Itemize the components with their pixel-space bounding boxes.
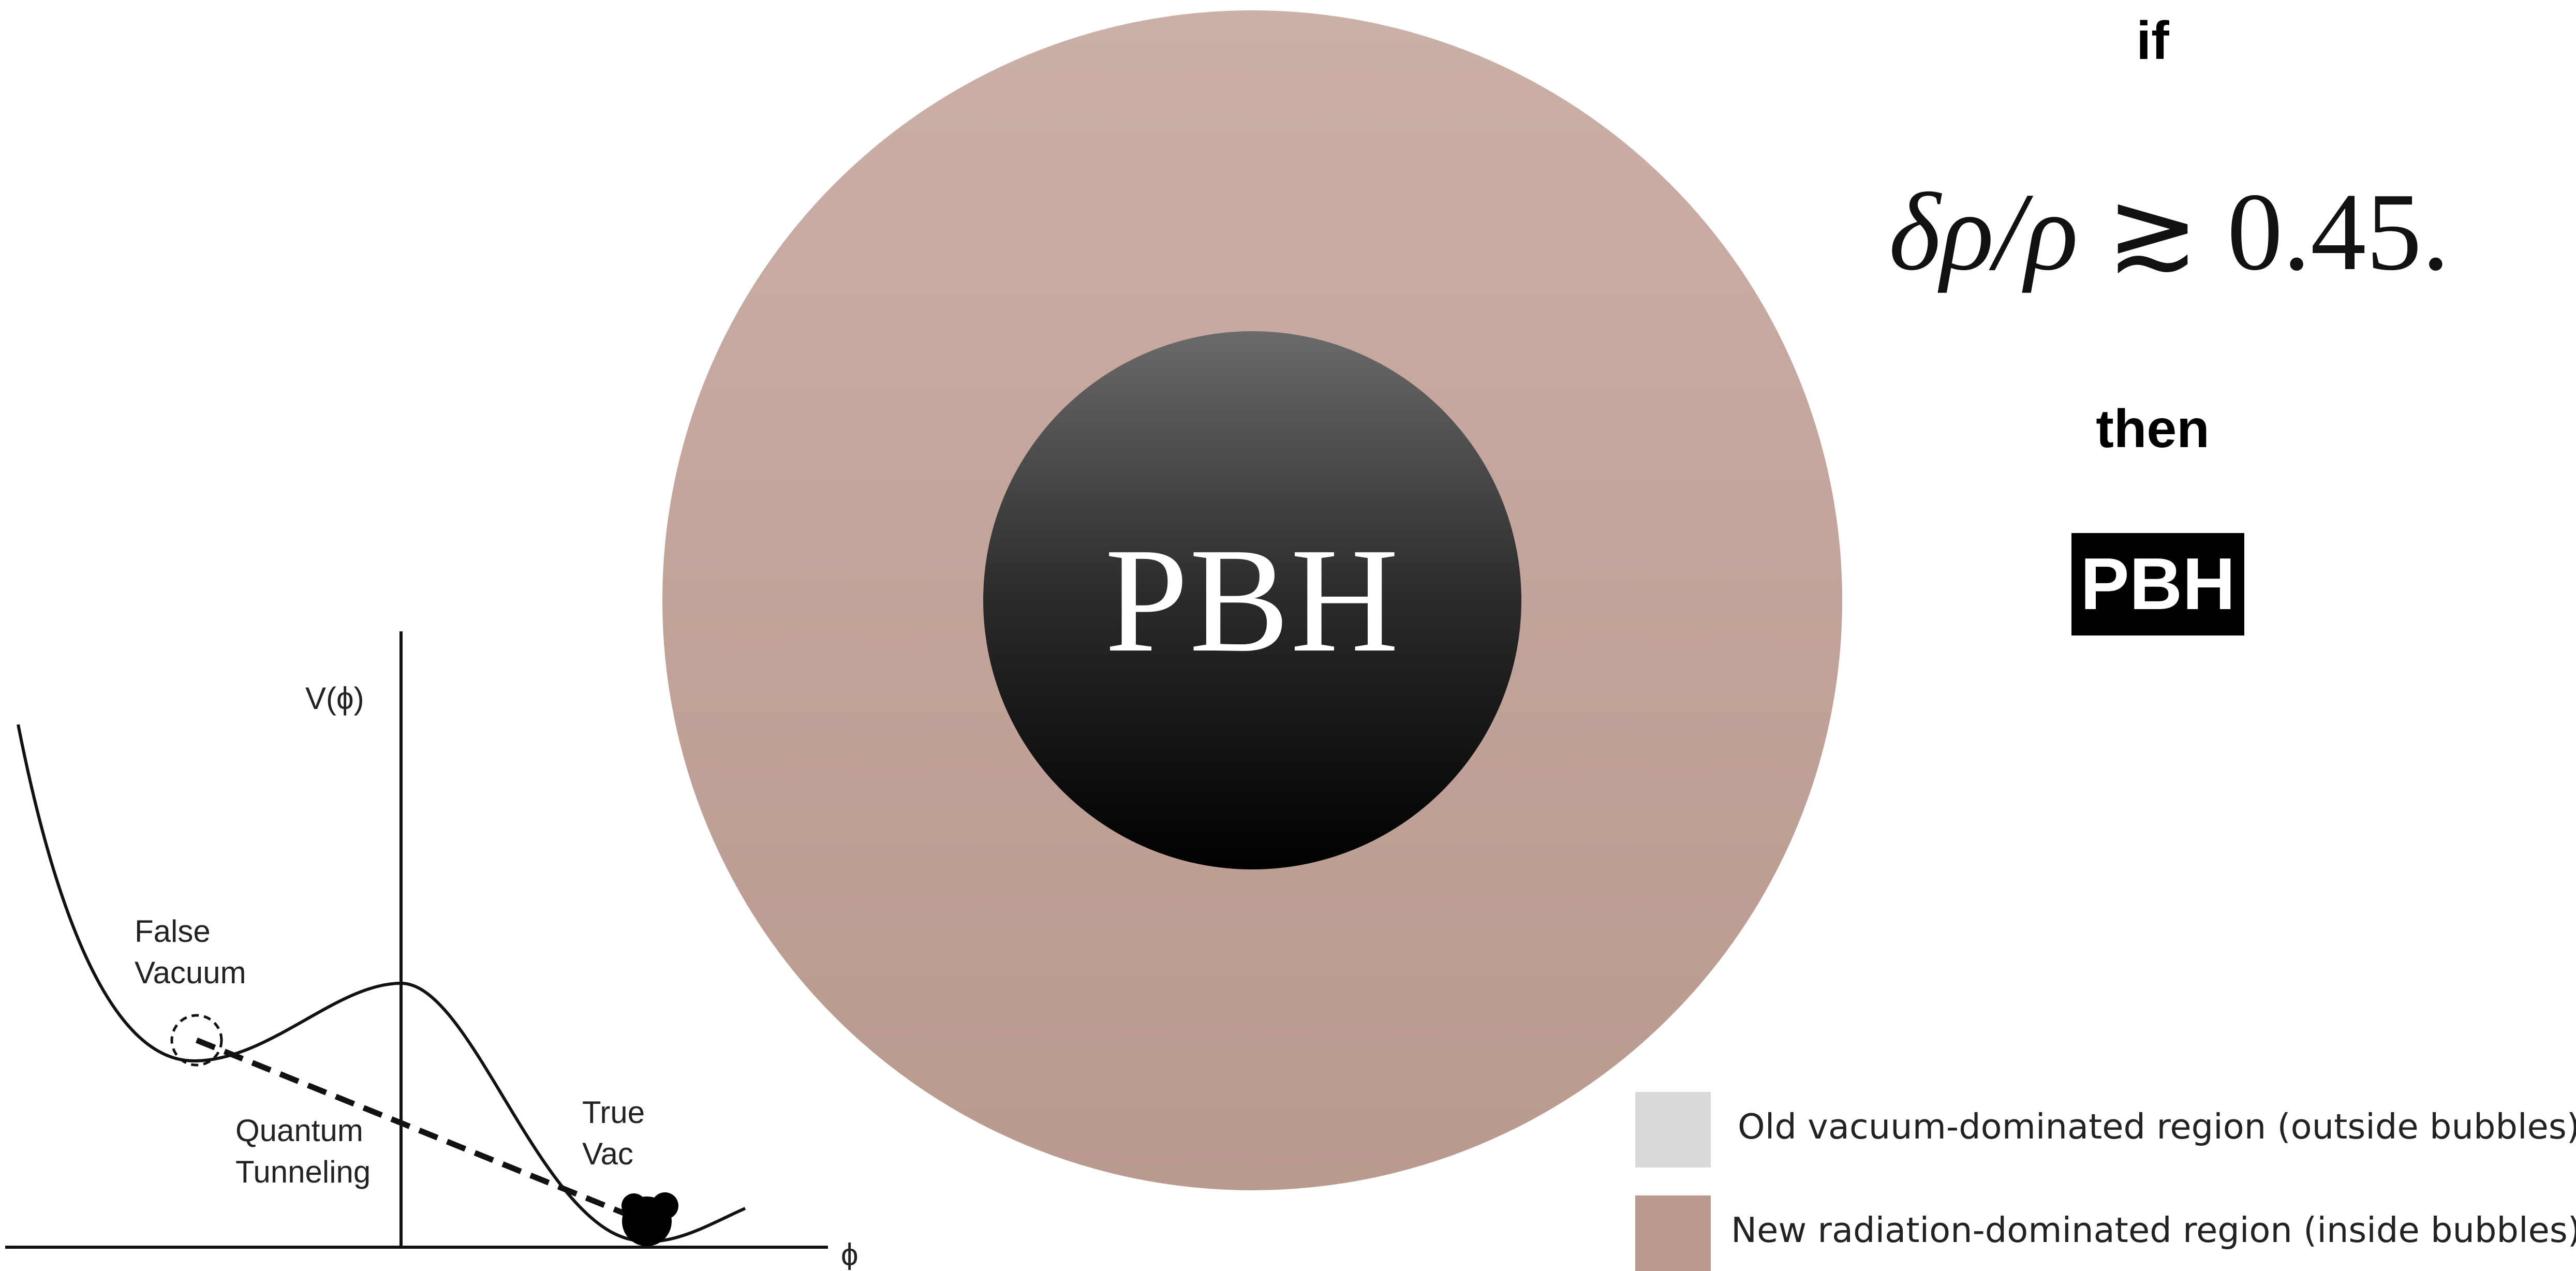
pbh-result-label: PBH [2080,543,2236,625]
true-vacuum-ball-icon [621,1192,678,1246]
tunneling-label-line2: Tunneling [235,1155,371,1189]
formula-operator: ≳ [2106,170,2199,293]
legend-label-new-radiation: New radiation-dominated region (inside b… [1731,1210,2576,1250]
true-vacuum-label-line2: Vac [582,1136,633,1171]
pbh-core: PBH [983,331,1521,869]
threshold-formula: δρ/ρ ≳ 0.45. [1889,166,2450,296]
legend-swatch-old-vacuum [1635,1092,1711,1167]
false-vacuum-label-line2: Vacuum [135,955,246,990]
pbh-result-badge: PBH [2071,533,2244,635]
false-vacuum-label-line1: False [135,914,211,949]
formula-lhs: δρ/ρ [1889,170,2079,293]
formula-rhs: 0.45. [2227,170,2450,293]
y-axis-label: V(ϕ) [305,681,364,716]
if-label: if [2136,11,2169,71]
false-vacuum-marker [170,1014,223,1067]
potential-curve [17,724,746,1244]
legend-label-old-vacuum: Old vacuum-dominated region (outside bub… [1738,1106,2576,1147]
potential-diagram: V(ϕ) ϕ False Vacuum Quantum Tunneling Tr… [5,631,858,1270]
tunneling-label-line1: Quantum [235,1113,363,1148]
tunneling-path [195,1037,633,1219]
legend-swatch-new-radiation [1635,1195,1711,1271]
x-axis-label: ϕ [841,1237,858,1270]
then-label: then [2096,399,2210,459]
pbh-core-label: PBH [1104,517,1400,683]
true-vacuum-label-line1: True [582,1095,645,1130]
